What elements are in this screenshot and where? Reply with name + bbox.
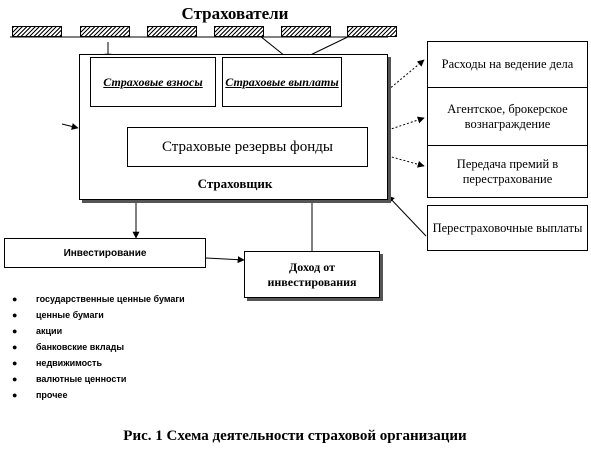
payouts-label: Страховые выплаты [225,75,339,89]
right-box-reinsurance-payouts-label: Перестраховочные выплаты [432,220,583,235]
list-item: ●акции [12,326,63,336]
list-item: ●государственные ценные бумаги [12,294,185,304]
investment-list: ●государственные ценные бумаги ●ценные б… [10,291,185,403]
insurer-label: Страховщик [197,176,273,191]
insurer-bar-5 [281,26,331,37]
insurer-bar-6 [347,26,397,37]
contributions-box: Страховые взносы [90,57,216,107]
figure-caption: Рис. 1 Схема деятельности страховой орга… [123,428,467,444]
reserves-box: Страховые резервы фонды [127,127,368,167]
list-item: ●недвижимость [12,358,102,368]
right-box-agent-fee-label: Агентское, брокерское вознаграждение [447,101,568,131]
list-item: ●банковские вклады [12,342,125,352]
right-box-reinsurance-premiums: Передача премий в перестрахование [427,146,588,198]
reserves-label: Страховые резервы фонды [162,138,333,155]
insurer-bar-3 [147,26,197,37]
investing-box: Инвестирование [4,238,206,268]
right-box-reinsurance-premiums-label: Передача премий в перестрахование [456,156,559,186]
income-box: Доход от инвестирования [244,251,380,298]
list-item: ●ценные бумаги [12,310,104,320]
insurer-bar-2 [80,26,130,37]
insurers-title: Страхователи [181,4,289,23]
insurer-bar-1 [12,26,62,37]
right-box-expenses-label: Расходы на ведение дела [441,57,574,71]
right-box-agent-fee: Агентское, брокерское вознаграждение [427,88,588,146]
list-item: ●прочее [12,390,68,400]
insurer-bar-4 [214,26,264,37]
right-box-expenses: Расходы на ведение дела [427,41,588,88]
investing-label: Инвестирование [63,247,147,259]
contributions-label: Страховые взносы [103,75,203,89]
list-item: ●валютные ценности [12,374,127,384]
income-label: Доход от инвестирования [267,259,357,289]
payouts-box: Страховые выплаты [222,57,342,107]
right-box-reinsurance-payouts: Перестраховочные выплаты [427,205,588,251]
